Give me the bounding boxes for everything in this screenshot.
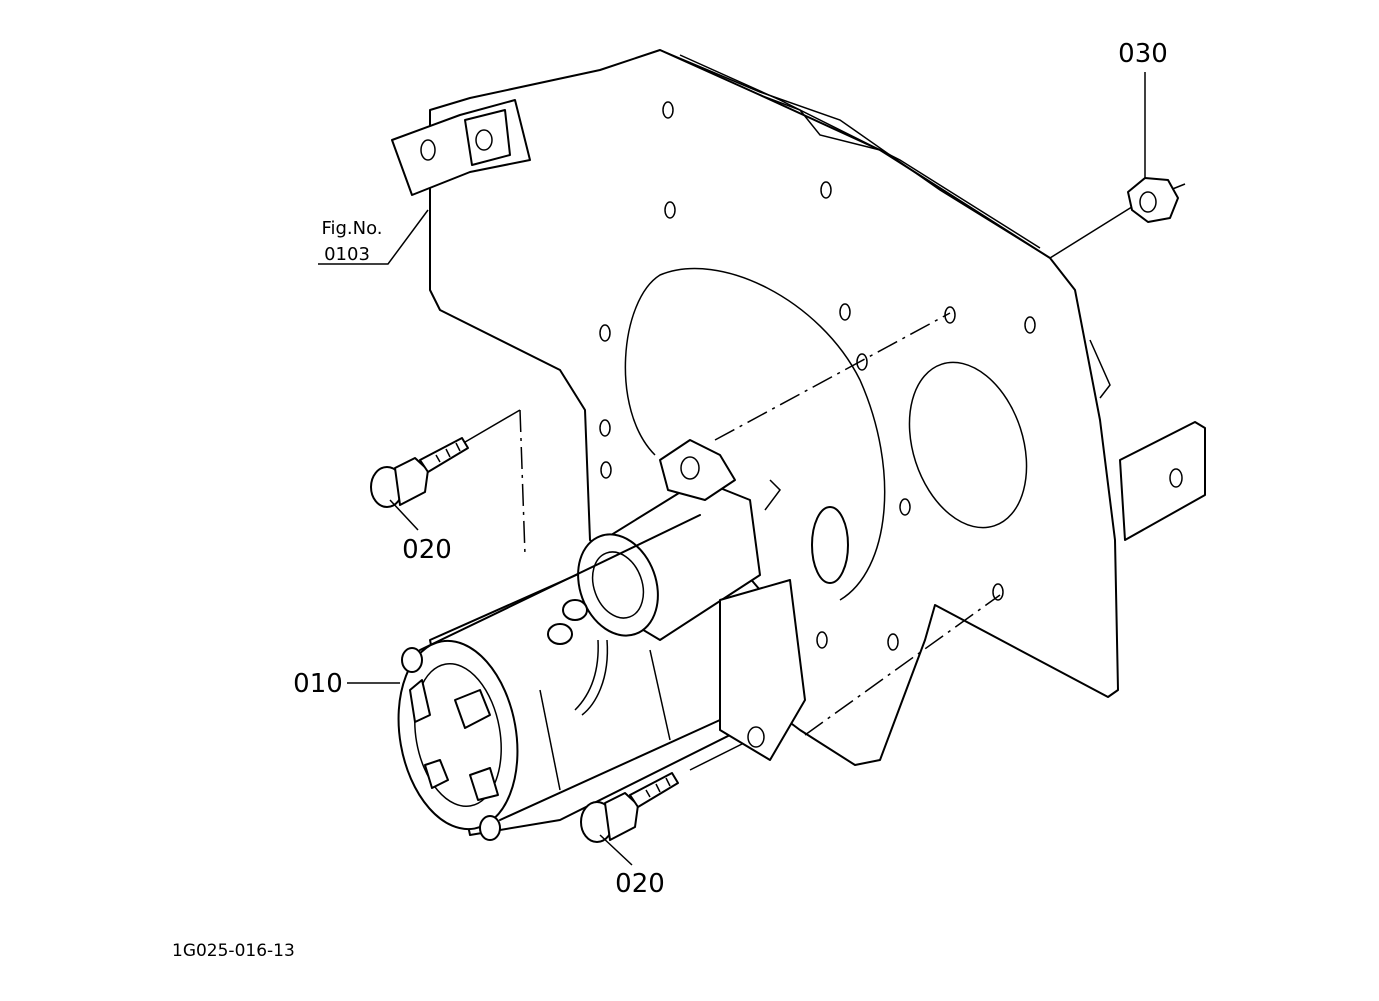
reference-figure-number: 0103 [324,244,370,265]
bolt-lower [580,772,679,843]
starter-motor [397,439,849,841]
bolt-lower-part-number: 020 [615,869,665,899]
drawing-code: 1G025-016-13 [172,941,295,961]
starter-part-number: 010 [293,669,343,699]
plate-holes [599,101,1036,651]
nut-part-number: 030 [1118,39,1168,69]
upper-bracket [391,99,531,196]
leader-lines [318,72,1146,866]
reference-figure-label: Fig.No. [321,218,382,239]
bolt-upper [370,437,469,508]
nut [1127,177,1179,223]
bolt-upper-part-number: 020 [402,535,452,565]
assembly-center-lines [459,183,1186,771]
